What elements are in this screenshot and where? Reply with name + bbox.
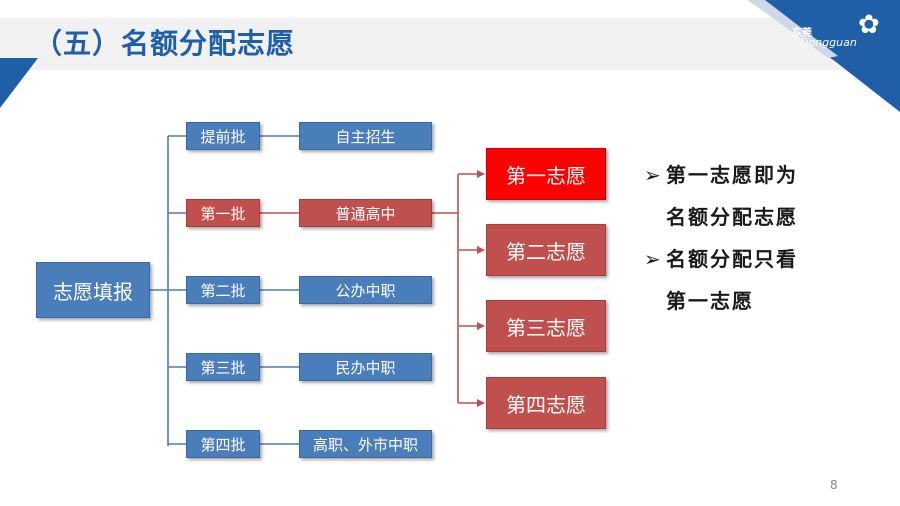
school-box-second: 公办中职 [299,276,432,304]
school-box-first: 普通高中 [299,199,432,227]
notes-panel: ➢第一志愿即为 名额分配志愿 ➢名额分配只看 第一志愿 [644,154,884,322]
wish-box-2: 第二志愿 [486,224,606,276]
root-node-box: 志愿填报 [36,262,150,318]
batch-box-first: 第一批 [186,199,260,227]
note-1-line-2: 名额分配志愿 [666,205,798,229]
wish-box-4: 第四志愿 [486,377,606,429]
bullet-arrow-icon: ➢ [644,247,661,271]
batch-box-second: 第二批 [186,276,260,304]
batch-box-fourth: 第四批 [186,430,260,458]
school-box-early: 自主招生 [299,122,432,150]
batch-box-third: 第三批 [186,353,260,381]
wish-box-3: 第三志愿 [486,300,606,352]
note-1-line-1: ➢第一志愿即为 [644,154,884,196]
note-2-text-1: 名额分配只看 [666,247,798,271]
note-2-line-2: 第一志愿 [666,289,754,313]
logo-name-text: Dongguan [800,36,857,49]
logo-flower-icon: ✿ [858,10,880,40]
note-2-line-1: ➢名额分配只看 [644,238,884,280]
note-1-text-1: 第一志愿即为 [666,163,798,187]
slide-title: （五）名额分配志愿 [34,27,296,60]
page-number: 8 [830,478,838,492]
logo-brand-text: 东莞 [792,28,812,39]
school-box-third: 民办中职 [299,353,432,381]
bullet-arrow-icon: ➢ [644,163,661,187]
school-box-fourth: 高职、外市中职 [299,430,432,458]
batch-box-early: 提前批 [186,122,260,150]
wish-box-1: 第一志愿 [486,148,606,200]
